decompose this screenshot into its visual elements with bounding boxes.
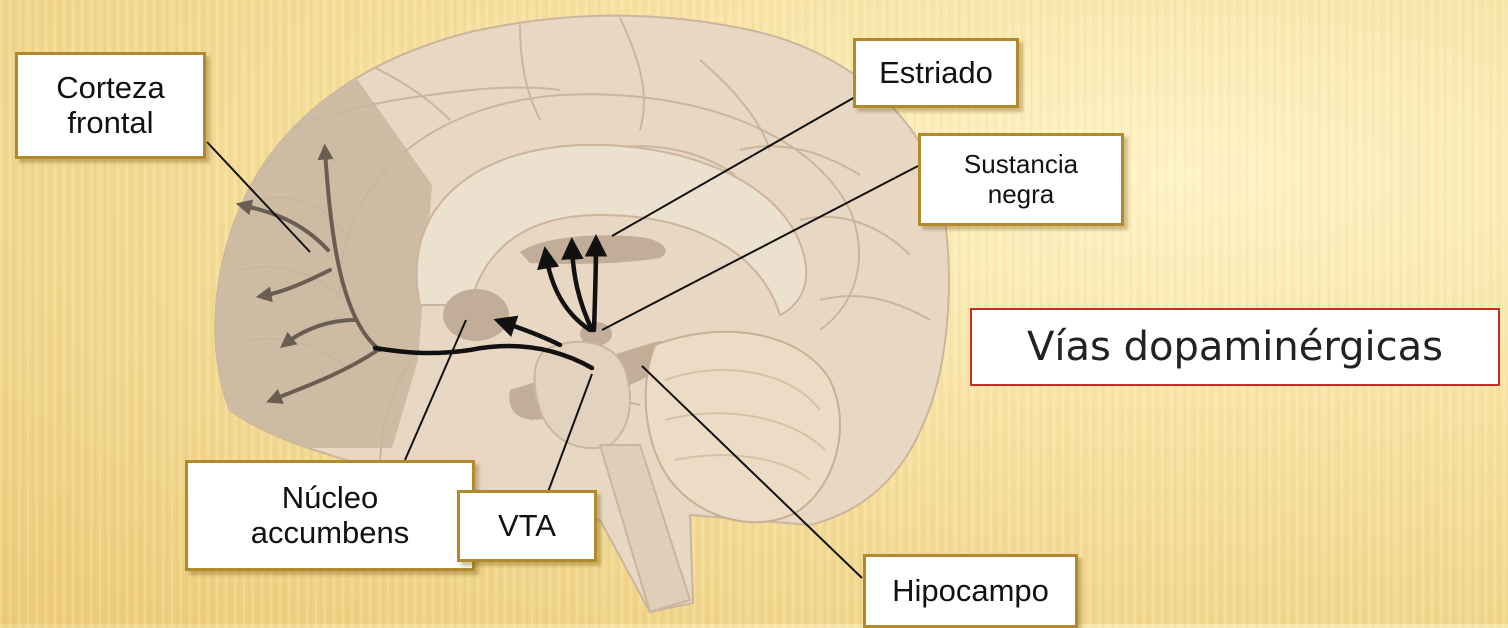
label-text: Sustancia negra <box>964 150 1078 208</box>
label-text: Hipocampo <box>892 574 1049 609</box>
label-text: Núcleo accumbens <box>251 481 410 550</box>
label-hipocampo: Hipocampo <box>863 554 1078 628</box>
label-text: Estriado <box>879 56 993 91</box>
label-corteza-frontal: Corteza frontal <box>15 52 206 159</box>
label-nucleo-accumbens: Núcleo accumbens <box>185 460 475 571</box>
label-text: Corteza frontal <box>56 71 165 140</box>
title-text: Vías dopaminérgicas <box>1027 324 1443 370</box>
nucleus-accumbens-region <box>443 289 509 341</box>
label-sustancia-negra: Sustancia negra <box>918 133 1124 226</box>
label-vta: VTA <box>457 490 597 562</box>
label-estriado: Estriado <box>853 38 1019 108</box>
label-text: VTA <box>498 509 556 544</box>
diagram-title: Vías dopaminérgicas <box>970 308 1500 386</box>
